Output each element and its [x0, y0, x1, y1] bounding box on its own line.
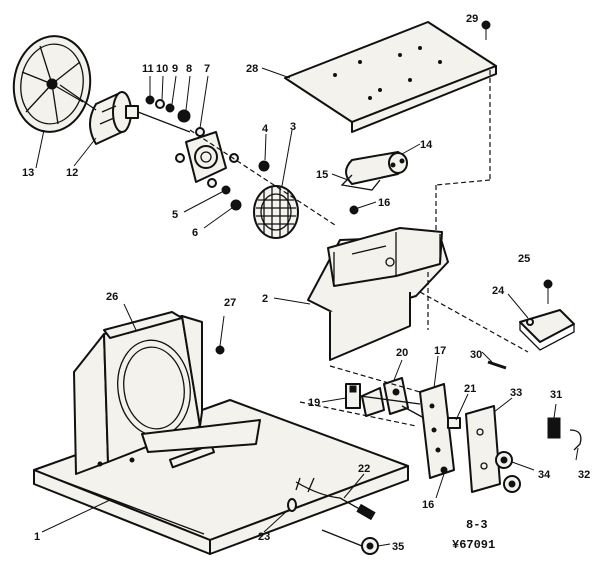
page-code: 8-3 [466, 518, 488, 532]
callout-13: 13 [22, 167, 34, 179]
callout-27: 27 [224, 297, 236, 309]
callout-28: 28 [246, 63, 258, 75]
callout-15: 15 [316, 169, 328, 181]
control-knobs [495, 451, 521, 493]
nut-lower [440, 466, 448, 474]
pin [487, 360, 507, 370]
shaft-washers [145, 95, 191, 123]
spring-and-clip [547, 417, 582, 451]
callout-6: 6 [192, 227, 198, 239]
callout-19: 19 [308, 397, 320, 409]
callout-22: 22 [358, 463, 370, 475]
callout-35: 35 [392, 541, 404, 553]
callout-12: 12 [66, 167, 78, 179]
blower-wheel [253, 185, 299, 239]
callout-10: 10 [156, 63, 168, 75]
callout-9: 9 [172, 63, 178, 75]
fan-blade [12, 35, 92, 133]
callout-1: 1 [34, 531, 40, 543]
callout-16b: 16 [422, 499, 434, 511]
callout-11: 11 [142, 63, 154, 75]
fan-motor [59, 84, 191, 145]
callout-25: 25 [518, 253, 530, 265]
callout-2: 2 [262, 293, 268, 305]
callout-29: 29 [466, 13, 478, 25]
callout-31: 31 [550, 389, 562, 401]
callout-5: 5 [172, 209, 178, 221]
guide-line-a [419, 291, 529, 353]
nut-upper [349, 205, 359, 215]
callout-17: 17 [434, 345, 446, 357]
screw-27 [215, 315, 225, 355]
callout-34: 34 [538, 469, 551, 481]
callout-20: 20 [396, 347, 408, 359]
motor-mount [175, 127, 239, 188]
callout-3: 3 [290, 121, 296, 133]
callout-23: 23 [258, 531, 270, 543]
callout-4: 4 [262, 123, 269, 135]
screw-23 [287, 498, 297, 512]
callout-33: 33 [510, 387, 522, 399]
switch-bracket [299, 365, 461, 479]
callout-21: 21 [464, 383, 476, 395]
screw-29 [481, 20, 491, 40]
grommets [221, 160, 270, 211]
control-panel-plate [465, 405, 501, 493]
scroll-housing [307, 227, 449, 361]
drawing-number: ¥67091 [452, 538, 495, 552]
callout-labels: 1 2 3 4 5 6 7 8 9 10 11 12 13 14 15 16 1… [22, 13, 590, 553]
callout-8: 8 [186, 63, 192, 75]
base-pan [33, 399, 409, 555]
power-cord [295, 477, 376, 521]
cord-connector [321, 529, 379, 555]
callout-32: 32 [578, 469, 590, 481]
fan-shroud [73, 311, 261, 475]
top-cover [284, 21, 497, 232]
callout-26: 26 [106, 291, 118, 303]
callout-7: 7 [204, 63, 210, 75]
callout-24: 24 [492, 285, 505, 297]
control-bracket [519, 279, 575, 351]
leader-lines [35, 67, 579, 547]
callout-14: 14 [420, 139, 433, 151]
shaft-axis [189, 129, 336, 226]
callout-30: 30 [470, 349, 482, 361]
capacitor [340, 151, 408, 191]
callout-16a: 16 [378, 197, 390, 209]
